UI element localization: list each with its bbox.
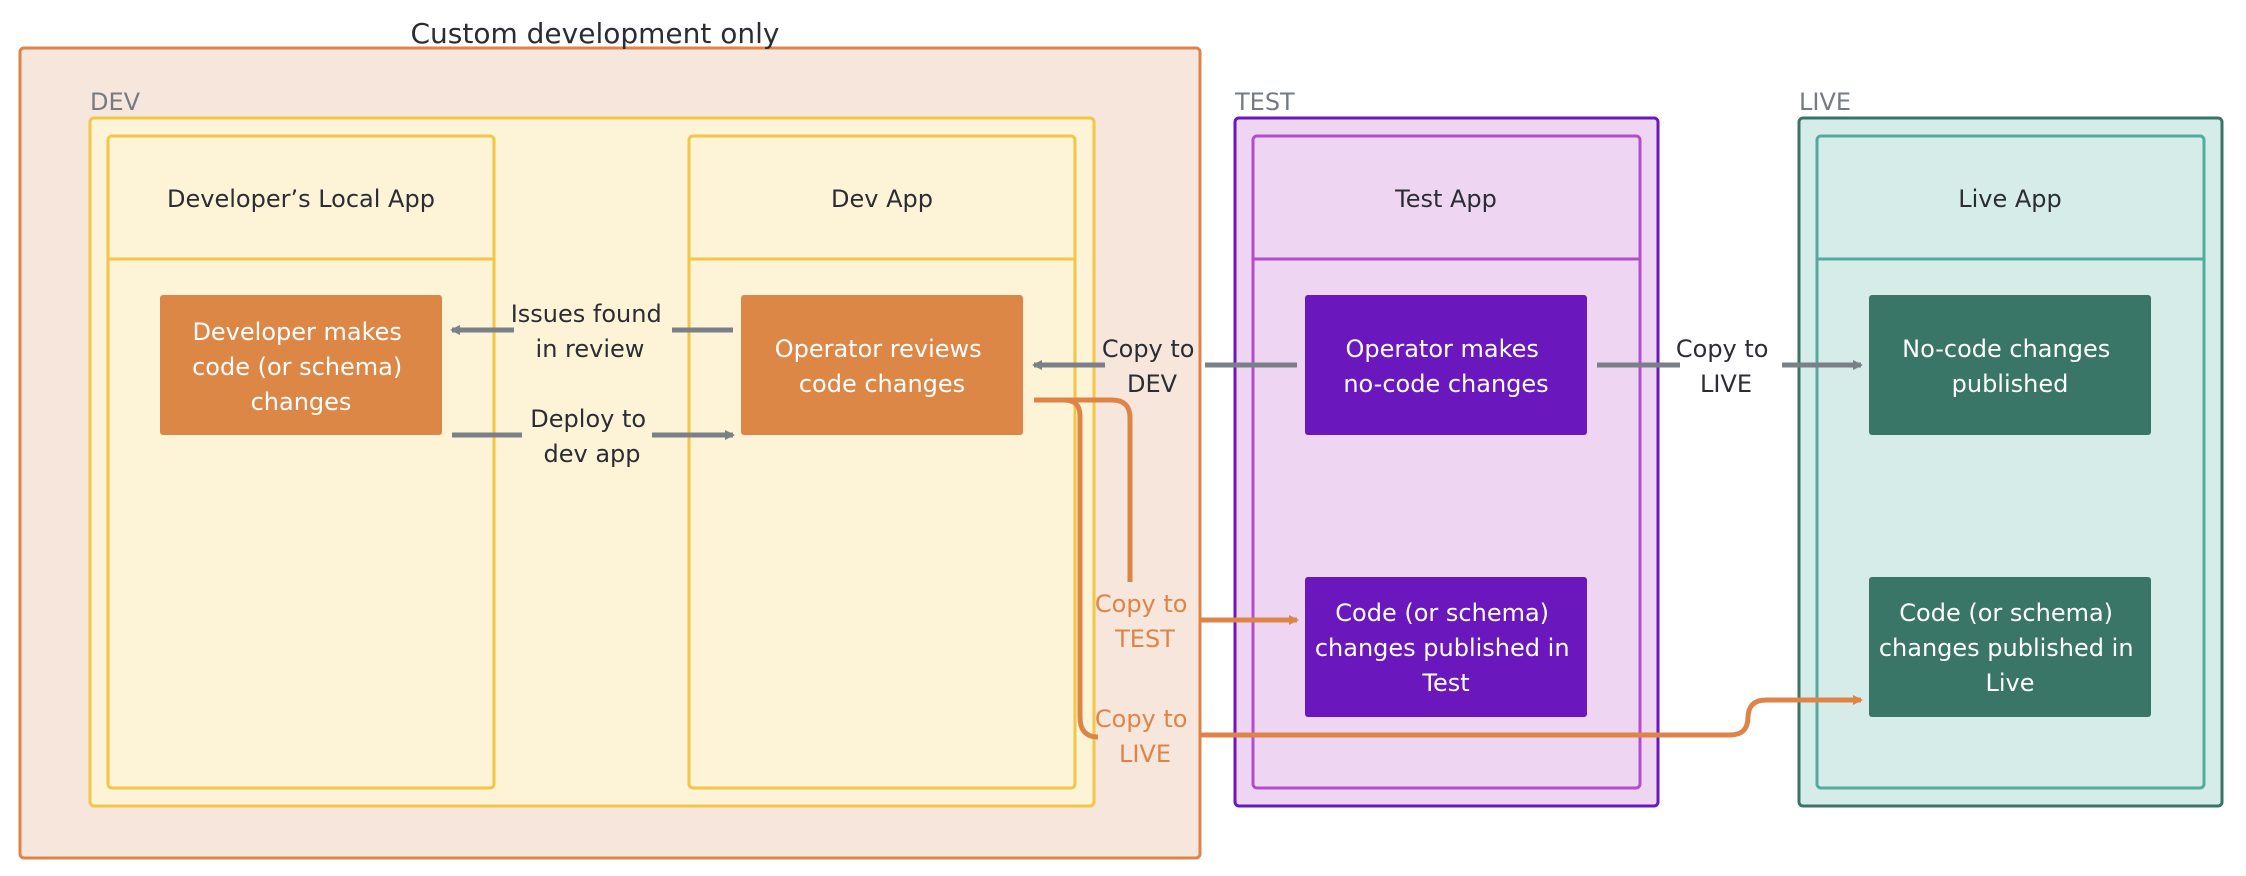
edge-copy-test-line-2: TEST	[1114, 625, 1175, 653]
dev-app-title: Dev App	[831, 185, 933, 213]
local-app-column	[106, 134, 496, 790]
node-operator-nocode-line-2: no-code changes	[1343, 370, 1548, 398]
edge-copy-dev-line-2: DEV	[1127, 370, 1178, 398]
node-code-test-line-1: Code (or schema)	[1335, 599, 1549, 627]
node-nocode-published-text: No-code changes published	[1902, 335, 2118, 398]
test-app-title: Test App	[1394, 185, 1497, 213]
live-app-title: Live App	[1958, 185, 2062, 213]
edge-deploy-dev-line-2: dev app	[543, 440, 640, 468]
edge-copy-test-orange-label: Copy to TEST	[1095, 590, 1195, 653]
node-developer-line-1: Developer makes	[192, 318, 401, 346]
edge-copy-live-orange-upper	[1034, 397, 1099, 740]
node-code-live-line-2: changes published in	[1879, 634, 2134, 662]
edge-copy-dev-line-1: Copy to	[1102, 335, 1195, 363]
node-operator-reviews-line-2: code changes	[799, 370, 965, 398]
edge-copy-test-line-1: Copy to	[1095, 590, 1188, 618]
edge-copy-test-orange-upper	[1034, 397, 1133, 582]
node-code-published-live-text: Code (or schema) changes published in Li…	[1879, 599, 2141, 697]
local-app-title: Developer’s Local App	[167, 185, 435, 213]
edge-issues-found-label: Issues found in review	[511, 300, 670, 363]
edge-deploy-dev-line-1: Deploy to	[530, 405, 646, 433]
edge-deploy-dev-label: Deploy to dev app	[530, 405, 653, 468]
node-nocode-published-line-2: published	[1952, 370, 2069, 398]
node-operator-nocode-changes	[1305, 295, 1587, 435]
edge-issues-found-line-2: in review	[536, 335, 645, 363]
edge-copy-live-label: Copy to LIVE	[1676, 335, 1776, 398]
test-zone-label: TEST	[1234, 88, 1295, 116]
node-nocode-published	[1869, 295, 2151, 435]
custom-development-title: Custom development only	[410, 17, 779, 50]
node-developer-makes-changes-text: Developer makes code (or schema) changes	[192, 318, 410, 416]
edge-copy-live-line-2: LIVE	[1700, 370, 1752, 398]
node-code-test-line-2: changes published in	[1315, 634, 1570, 662]
node-code-live-line-1: Code (or schema)	[1899, 599, 2113, 627]
edge-copy-dev-label: Copy to DEV	[1102, 335, 1202, 398]
dev-app-column	[687, 134, 1077, 790]
node-developer-line-2: code (or schema)	[192, 353, 402, 381]
node-operator-nocode-line-1: Operator makes	[1345, 335, 1538, 363]
dev-zone-label: DEV	[90, 88, 141, 116]
edge-issues-found-line-1: Issues found	[511, 300, 662, 328]
node-code-test-line-3: Test	[1421, 669, 1469, 697]
node-operator-reviews-code-text: Operator reviews code changes	[775, 335, 990, 398]
live-zone-label: LIVE	[1799, 88, 1851, 116]
edge-copy-live-orange-line-1: Copy to	[1095, 705, 1188, 733]
node-developer-makes-changes	[160, 295, 442, 435]
node-code-published-test-text: Code (or schema) changes published in Te…	[1315, 599, 1577, 697]
node-operator-reviews-code	[741, 295, 1023, 435]
edge-copy-live-orange-line-2: LIVE	[1119, 740, 1171, 768]
edge-copy-live-orange-arrow	[1199, 695, 1863, 738]
node-operator-nocode-changes-text: Operator makes no-code changes	[1343, 335, 1548, 398]
node-code-live-line-3: Live	[1985, 669, 2034, 697]
node-code-published-test	[1305, 577, 1587, 717]
node-code-published-live	[1869, 577, 2151, 717]
edge-copy-live-line-1: Copy to	[1676, 335, 1769, 363]
node-developer-line-3: changes	[251, 388, 352, 416]
edge-copy-live-orange-label: Copy to LIVE	[1095, 705, 1195, 768]
node-operator-reviews-line-1: Operator reviews	[775, 335, 982, 363]
node-nocode-published-line-1: No-code changes	[1902, 335, 2110, 363]
